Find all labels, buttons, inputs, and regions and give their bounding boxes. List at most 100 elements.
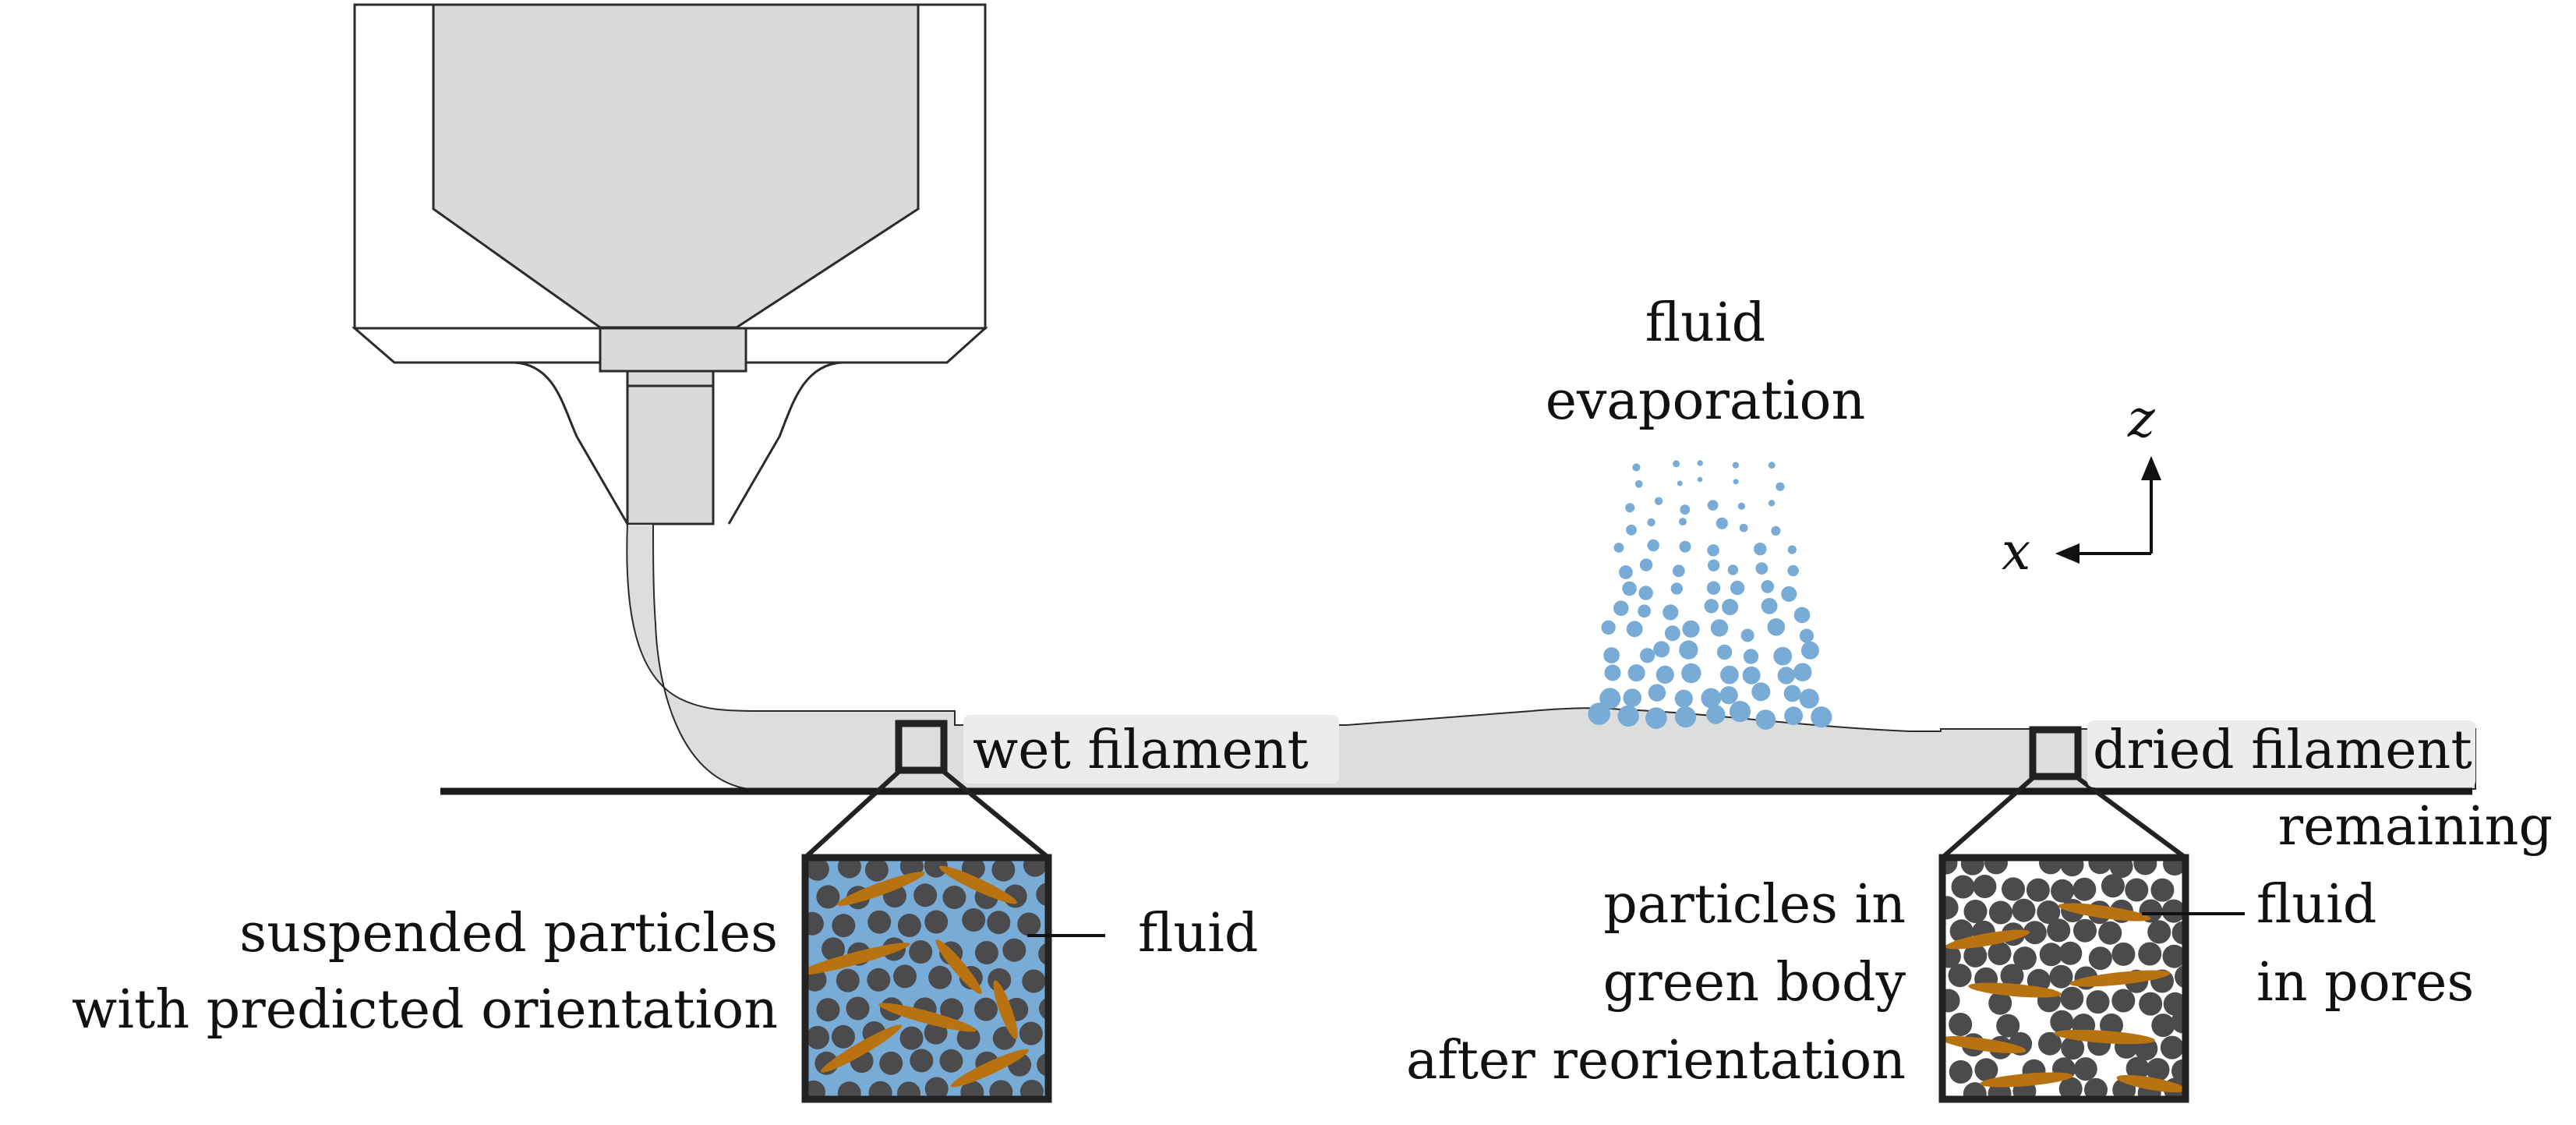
- suspended-particle: [974, 941, 998, 964]
- evaporation-droplet: [1787, 545, 1797, 554]
- packed-particle: [2026, 878, 2050, 902]
- fluid-evaporation-label-line2: evaporation: [1546, 370, 1866, 432]
- packed-particle: [2012, 898, 2036, 922]
- evaporation-droplet: [1707, 559, 1720, 571]
- suspended-particle: [1017, 912, 1041, 936]
- suspended-particle: [816, 885, 840, 909]
- suspended-particle: [924, 858, 948, 878]
- fiber-particle: [1980, 1072, 2073, 1088]
- evaporation-droplet: [1680, 504, 1691, 515]
- evaporation-droplet: [1777, 667, 1795, 685]
- evaporation-droplet: [1654, 497, 1663, 505]
- packed-particle: [2073, 1057, 2097, 1081]
- evaporation-droplet: [1645, 707, 1667, 729]
- wet-inset: [801, 854, 1052, 1103]
- evaporation-droplet: [1743, 649, 1759, 664]
- evaporation-droplet: [1603, 647, 1620, 663]
- packed-particle: [2061, 1036, 2085, 1060]
- evaporation-droplet: [1710, 619, 1729, 637]
- packed-particle: [1942, 989, 1960, 1013]
- evaporation-droplet: [1732, 462, 1740, 469]
- evaporation-droplet: [1730, 580, 1745, 596]
- evaporation-droplet: [1647, 518, 1655, 527]
- suspended-particle: [942, 886, 966, 909]
- suspended-particle: [899, 1026, 924, 1050]
- evaporation-droplet: [1706, 581, 1721, 595]
- evaporation-droplet: [1634, 479, 1643, 488]
- fiber-particle: [935, 939, 982, 994]
- suspended-particle: [831, 1024, 855, 1049]
- evaporation-droplet: [1670, 582, 1683, 595]
- packed-particle: [2147, 920, 2171, 944]
- packed-particle: [2050, 1010, 2074, 1034]
- packed-particle: [2101, 874, 2125, 898]
- packed-particle: [2084, 1077, 2108, 1099]
- evaporation-droplet: [1811, 706, 1832, 728]
- evaporation-droplet: [1755, 709, 1776, 730]
- remaining-fluid-label-line3: in pores: [2256, 952, 2474, 1014]
- packed-particle: [1960, 858, 1984, 876]
- evaporation-droplet: [1767, 618, 1786, 636]
- packed-particle: [2151, 1014, 2175, 1038]
- evaporation-droplet: [1613, 600, 1629, 616]
- packed-particle: [2098, 921, 2122, 945]
- packed-particle: [2000, 964, 2024, 988]
- suspended-particle: [909, 940, 933, 964]
- evaporation-droplet: [1773, 646, 1793, 666]
- evaporation-droplet: [1799, 628, 1814, 643]
- evaporation-droplet: [1681, 663, 1701, 684]
- packed-particle: [2039, 858, 2062, 875]
- wet-sample-square: [895, 720, 948, 774]
- packed-particle: [1949, 1060, 1973, 1084]
- packed-particle: [2162, 944, 2186, 968]
- packed-particle: [1988, 991, 2012, 1015]
- suspended-particle: [879, 1051, 903, 1075]
- evaporation-droplet: [1707, 544, 1719, 557]
- evaporation-droplet: [1706, 705, 1726, 724]
- packed-particle: [1949, 919, 1974, 943]
- wet-filament-label-bg: [963, 715, 1339, 784]
- wet-filament-label: wet filament: [973, 720, 1309, 781]
- suspended-particle: [836, 968, 860, 992]
- packed-particle: [2072, 877, 2097, 901]
- packed-particle: [1996, 1014, 2020, 1038]
- evaporation-droplet: [1655, 665, 1674, 685]
- z-axis-label: z: [2127, 389, 2156, 449]
- packed-particle: [2002, 877, 2025, 901]
- suspended-particle: [816, 998, 840, 1022]
- evaporation-droplet: [1679, 640, 1698, 660]
- suspended-particle: [805, 911, 824, 936]
- evaporation-droplet: [1701, 688, 1722, 709]
- z-axis-arrow: [2141, 455, 2161, 480]
- evaporation-droplet: [1638, 585, 1653, 600]
- packed-particle: [2125, 1056, 2150, 1081]
- evaporation-droplet: [1672, 564, 1685, 578]
- evaporation-droplet: [1754, 543, 1767, 556]
- packed-particle: [2049, 964, 2073, 989]
- evaporation-droplet: [1638, 604, 1652, 618]
- wet-inset-particles: [805, 858, 1048, 1099]
- evaporation-droplet: [1617, 705, 1639, 727]
- dry-zoom-line-left: [1941, 776, 2034, 860]
- suspended-particle: [924, 910, 949, 934]
- evaporation-droplet: [1622, 581, 1637, 596]
- packed-particle: [2171, 1010, 2186, 1034]
- fiber-particle: [2116, 1074, 2186, 1093]
- suspended-particle: [867, 968, 891, 992]
- packed-particle: [1973, 875, 1997, 898]
- evaporation-droplet: [1768, 500, 1776, 507]
- evaporation-droplet: [1716, 517, 1728, 529]
- suspended-particle: [897, 914, 921, 937]
- packed-particle: [1963, 900, 1988, 923]
- evaporation-droplet: [1793, 607, 1811, 624]
- evaporation-droplet: [1619, 565, 1633, 579]
- suspended-particle: [806, 1025, 830, 1049]
- fluid-label: fluid: [1138, 903, 1258, 964]
- evaporation-droplet: [1768, 462, 1776, 469]
- suspended-particle: [974, 997, 998, 1021]
- dry-sample-square: [2029, 726, 2082, 780]
- evaporation-droplet: [1663, 604, 1679, 621]
- fiber-particle: [2069, 970, 2171, 987]
- nozzle-tip: [626, 370, 715, 525]
- x-axis-arrow: [2055, 543, 2080, 564]
